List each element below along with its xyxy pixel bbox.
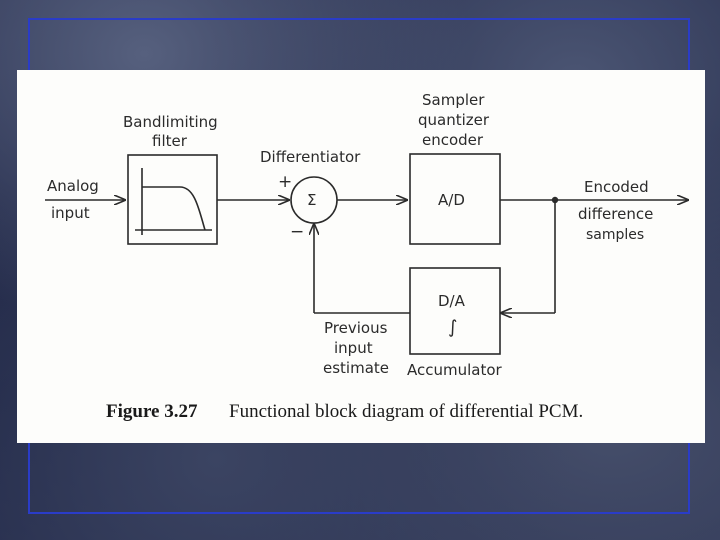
lowpass-response-icon (135, 168, 212, 235)
input-label-line1: Analog (47, 177, 99, 195)
dac-title: Accumulator (407, 361, 503, 379)
adc-title-line3: encoder (422, 131, 484, 149)
filter-title-line2: filter (152, 132, 188, 150)
output-label-line1: Encoded (584, 178, 649, 196)
dac-label: D/A (438, 292, 466, 310)
adc-title-line1: Sampler (422, 91, 485, 109)
feedback-label-line3: estimate (323, 359, 389, 377)
block-diagram: Analog input Bandlimiting filter Differe… (45, 91, 705, 422)
feedback-label-line2: input (334, 339, 373, 357)
figure-caption: Functional block diagram of differential… (229, 401, 583, 422)
dac-block (409, 267, 501, 355)
output-label-line3: samples (586, 227, 644, 243)
integral-symbol: ∫ (448, 317, 457, 338)
output-label-line2: difference (578, 205, 653, 223)
figure-panel: Analog input Bandlimiting filter Differe… (17, 70, 705, 443)
adc-label: A/D (438, 191, 465, 209)
figure-number: Figure 3.27 (106, 401, 198, 422)
differentiator-title: Differentiator (260, 148, 361, 166)
adc-block (409, 153, 501, 245)
input-label-line2: input (51, 204, 90, 222)
adc-title-line2: quantizer (418, 111, 490, 129)
minus-sign: − (290, 222, 304, 242)
filter-title-line1: Bandlimiting (123, 113, 218, 131)
feedback-label-line1: Previous (324, 319, 388, 337)
plus-sign: + (278, 172, 292, 192)
sigma-symbol: Σ (307, 191, 316, 209)
